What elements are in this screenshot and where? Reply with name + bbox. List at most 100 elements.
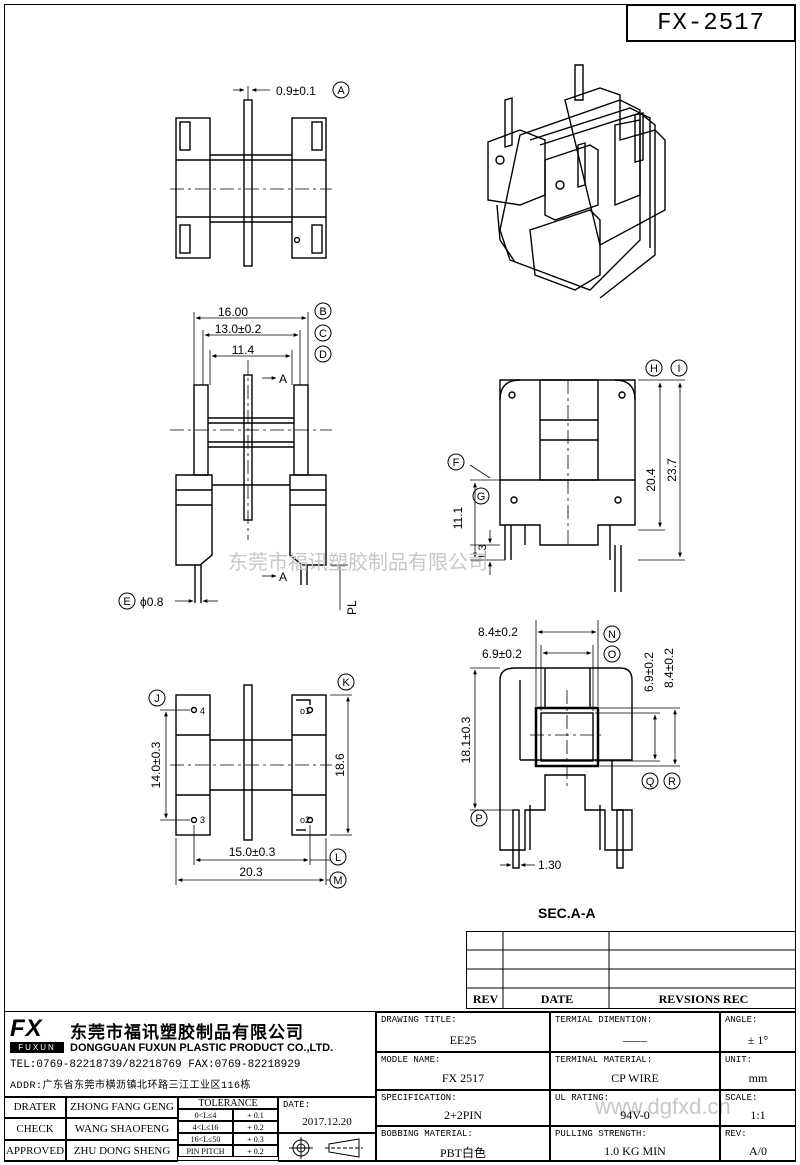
dimensions-side-view-h1: 20.4 [644, 468, 658, 492]
fields-scale-label: SCALE: [725, 1093, 758, 1103]
dimensions-bottom-view-v2: 18.6 [333, 753, 347, 777]
company-tel: TEL:0769-82218739/82218769 FAX:0769-8221… [10, 1059, 301, 1071]
title-block-cell: 0<L≤4 [178, 1109, 233, 1121]
dimensions-section-view-v2-ref: Q [646, 776, 655, 788]
module-name-value: FX 2517 [441, 1071, 485, 1085]
fields-drawing-title-label: DRAWING TITLE: [381, 1015, 457, 1025]
title-block-cell: ANGLE: ± 1° [720, 1012, 796, 1052]
drawing-title-value: EE25 [449, 1033, 477, 1047]
fields-ul-rating-label: UL RATING: [555, 1093, 610, 1103]
tolerance-rows-1-tol: + 0.2 [247, 1123, 264, 1132]
ref-A: A [337, 85, 345, 97]
dimensions-section-view-pin: 1.30 [538, 858, 562, 872]
fields-specification-label: SPECIFICATION: [381, 1093, 457, 1103]
dimensions-front-view-d1-ref: B [319, 306, 326, 318]
dimensions-bottom-view-h1-ref: L [335, 852, 341, 864]
company-address: ADDR:广东省东莞市横沥镇北环路三江工业区116栋 [10, 1081, 252, 1092]
date-label: DATE: [283, 1100, 311, 1110]
dimensions-bottom-view-pin1: o1 [300, 706, 310, 716]
pulling-strength-value: 1.0 KG MIN [604, 1144, 666, 1158]
dimensions-section-view-w2: 6.9±0.2 [482, 647, 522, 661]
fields-terminal-material-label: TERMINAL MATERIAL: [555, 1055, 653, 1065]
dimension-labels: 0.9±0.1 16.00 13.0±0.2 11.4 A A ϕ0.8 PL … [140, 84, 679, 921]
title-block-cell: 4<L≤16 [178, 1121, 233, 1133]
dimensions-front-view-d3-ref: D [319, 349, 327, 361]
dimensions-section-view-v2: 6.9±0.2 [642, 652, 656, 692]
side-view [469, 379, 685, 592]
signatures-1-name: WANG SHAOFENG [74, 1123, 170, 1135]
angle-value: ± 1° [747, 1033, 769, 1047]
fields-rev-label: REV: [725, 1129, 747, 1139]
dimensions-side-view-h3: 11.1 [451, 506, 465, 529]
title-block-cell: WANG SHAOFENG [66, 1118, 178, 1140]
title-block-cell: SPECIFICATION: 2+2PIN [376, 1090, 550, 1126]
fields-bobbing-material-label: BOBBING MATERIAL: [381, 1129, 473, 1139]
tolerance-rows-0-range: 0<L≤4 [194, 1111, 217, 1120]
dimensions-bottom-view-pin2: o2 [300, 815, 310, 825]
fields-pulling-strength-label: PULLING STRENGTH: [555, 1129, 647, 1139]
dimensions-section-view-w2-ref: O [608, 649, 617, 661]
title-block-cell: DRATER [4, 1097, 66, 1118]
dimensions-bottom-view-v1-ref: J [154, 693, 160, 705]
title-block-cell: SCALE: 1:1 [720, 1090, 796, 1126]
title-block-cell: + 0.3 [233, 1133, 278, 1145]
dimensions-section-view-w1: 8.4±0.2 [478, 625, 518, 639]
tolerance-title: TOLERANCE [198, 1098, 258, 1109]
bottom-view [160, 684, 352, 885]
signatures-2-name: ZHU DONG SHENG [73, 1145, 171, 1157]
title-block-cell: + 0.2 [233, 1121, 278, 1133]
section-view [470, 620, 680, 869]
dimensions-bottom-view-h1: 15.0±0.3 [229, 845, 276, 859]
title-block-cell: CHECK [4, 1118, 66, 1140]
rev-header: REV [472, 992, 499, 1006]
dimensions-side-view-h3-ref: F [453, 457, 460, 469]
terminal-material-value: CP WIRE [611, 1071, 659, 1085]
website-watermark: www.dgfxd.cn [595, 1094, 731, 1119]
title-block: FX FUXUN 东莞市福讯塑胶制品有限公司 DONGGUAN FUXUN PL… [4, 1011, 796, 1162]
title-block-cell: TERMIAL DIMENTION: —— [550, 1012, 720, 1052]
section-label: SEC.A-A [538, 905, 596, 921]
signature-block: DRATER ZHONG FANG GENG CHECK WANG SHAOFE… [4, 1097, 376, 1162]
title-block-cell: TERMINAL MATERIAL: CP WIRE [550, 1052, 720, 1090]
company-block: FX FUXUN 东莞市福讯塑胶制品有限公司 DONGGUAN FUXUN PL… [4, 1012, 376, 1097]
fields-module-name-label: MODLE NAME: [381, 1055, 441, 1065]
title-block-cell: ZHONG FANG GENG [66, 1097, 178, 1118]
rev-value: A/0 [749, 1144, 767, 1158]
dimensions-section-view-v3-ref: R [668, 776, 676, 788]
dimensions-section-view-v3: 8.4±0.2 [662, 648, 676, 688]
dimensions-front-view-pl: PL [345, 600, 359, 615]
dimensions-side-view-h2: 23.7 [665, 458, 679, 482]
title-block-cell: ZHU DONG SHENG [66, 1140, 178, 1162]
title-block-cell: PULLING STRENGTH: 1.0 KG MIN [550, 1126, 720, 1162]
title-block-cell: + 0.1 [233, 1109, 278, 1121]
title-block-cell: 16<L≤50 [178, 1133, 233, 1145]
callout-circles [118, 81, 688, 889]
dimensions-front-view-d3: 11.4 [232, 343, 255, 357]
tolerance-rows-3-tol: + 0.2 [247, 1147, 264, 1156]
fields-terminal-dimention-label: TERMIAL DIMENTION: [555, 1015, 653, 1025]
title-block-cell: REV: A/0 [720, 1126, 796, 1162]
specification-value: 2+2PIN [443, 1108, 483, 1122]
company-name-en: DONGGUAN FUXUN PLASTIC PRODUCT CO.,LTD. [70, 1042, 334, 1054]
dim-thickness: 0.9±0.1 [276, 84, 316, 98]
dimensions-section-view-v1: 18.1±0.3 [459, 716, 473, 763]
technical-drawing: A B C D E F G H I J K L M N O Q R P 0.9±… [118, 64, 688, 921]
tolerance-rows-2-range: 16<L≤50 [190, 1135, 221, 1144]
tolerance-rows-1-range: 4<L≤16 [192, 1123, 219, 1132]
dimensions-bottom-view-v1: 14.0±0.3 [149, 741, 163, 788]
callout-letters: A B C D E F G H I J K L M N O Q R P [123, 85, 680, 887]
dimensions-front-view-section: A [279, 570, 287, 584]
top-view [170, 86, 332, 267]
dimensions-front-view-pin-dia: ϕ0.8 [140, 595, 164, 609]
projection-symbol [278, 1133, 376, 1162]
title-block-cell: MODLE NAME: FX 2517 [376, 1052, 550, 1090]
signatures-1-role: CHECK [16, 1123, 54, 1135]
dimensions-section-view-w1-ref: N [608, 629, 616, 641]
dimensions-bottom-view-h2-ref: M [333, 875, 342, 887]
dimensions-section-view-v1-ref: P [475, 813, 482, 825]
dimensions-front-view-d2: 13.0±0.2 [215, 322, 262, 336]
dimensions-side-view-h4: 1.3 [477, 544, 489, 559]
title-block-cell: + 0.2 [233, 1145, 278, 1157]
company-logo: FX [10, 1015, 43, 1042]
title-block-cell: DRAWING TITLE: EE25 [376, 1012, 550, 1052]
